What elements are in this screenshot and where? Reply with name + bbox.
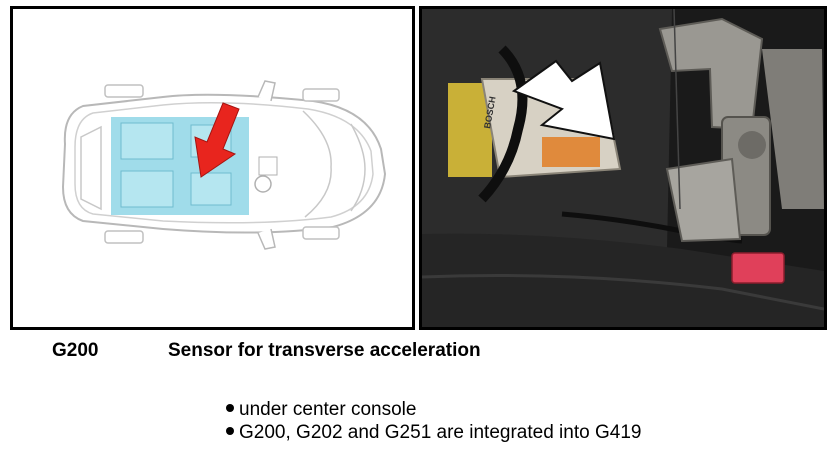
car-location-diagram	[10, 6, 415, 330]
installation-photo: BOSCH	[419, 6, 827, 330]
info-bullet-list: under center console G200, G202 and G251…	[226, 398, 641, 444]
list-item: under center console	[226, 398, 641, 421]
pink-connector	[731, 252, 785, 284]
location-arrow-icon	[194, 102, 240, 178]
bullet-dot-icon	[226, 404, 234, 412]
car-top-view	[61, 80, 387, 250]
bullet-text: G200, G202 and G251 are integrated into …	[239, 422, 642, 443]
steering-column-bracket	[658, 17, 824, 243]
bullet-text: under center console	[239, 399, 417, 420]
list-item: G200, G202 and G251 are integrated into …	[226, 421, 641, 444]
component-code: G200	[52, 340, 99, 361]
photo-pointer-arrow-icon	[511, 59, 616, 141]
component-title: Sensor for transverse acceleration	[168, 340, 481, 361]
photo-illustration: BOSCH	[422, 9, 824, 327]
bullet-dot-icon	[226, 427, 234, 435]
